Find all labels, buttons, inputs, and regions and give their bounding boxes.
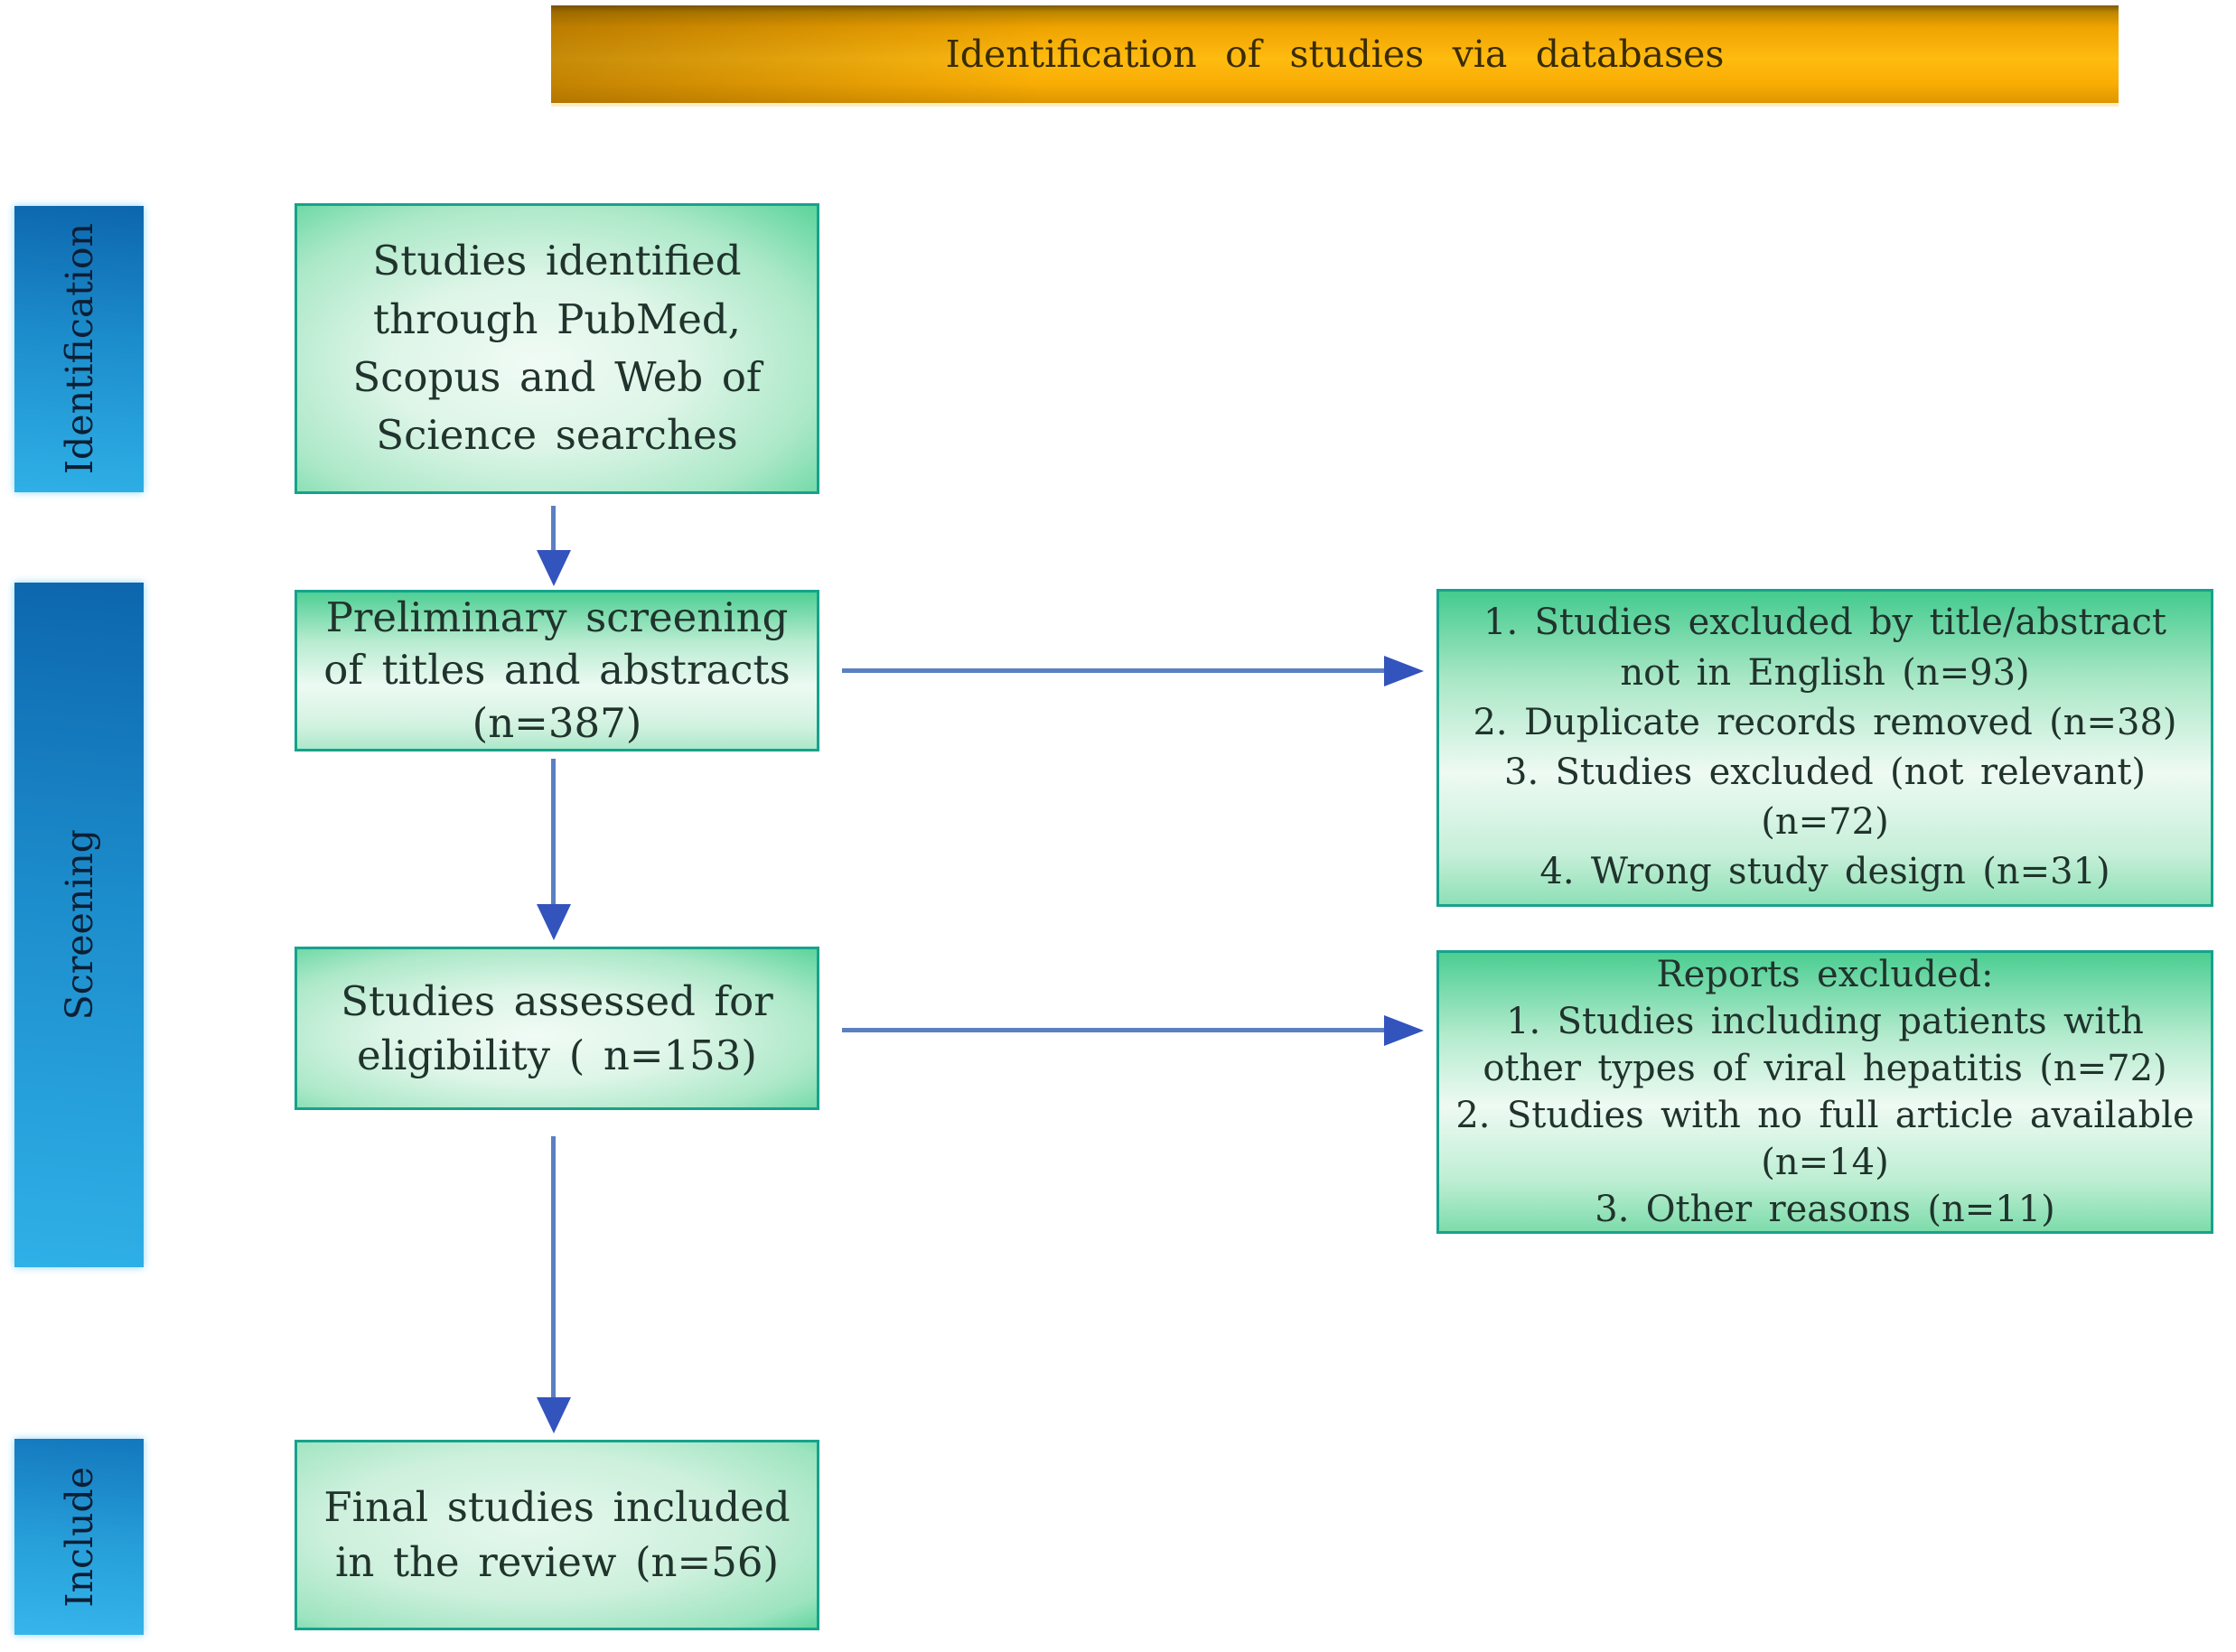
box-line: Final studies included [323, 1483, 791, 1532]
box-line: Scopus and Web of [352, 353, 762, 401]
box-line: 3. Other reasons (n=11) [1595, 1189, 2055, 1230]
banner-title: Identification of studies via databases [945, 33, 1725, 76]
stage-bar-identification: Identification [14, 206, 144, 492]
box-line: in the review (n=56) [334, 1537, 780, 1586]
flow-box-studies-identified: Studies identified through PubMed, Scopu… [295, 203, 819, 494]
arrow-right-icon [1384, 1015, 1424, 1046]
arrow-down-icon [537, 550, 571, 586]
box-line: not in English (n=93) [1620, 651, 2030, 694]
box-line: (n=72) [1761, 801, 1889, 844]
box-line: other types of viral hepatitis (n=72) [1483, 1048, 2167, 1089]
box-line: 3. Studies excluded (not relevant) [1504, 751, 2146, 793]
arrow-down-icon [537, 904, 571, 940]
arrow-identified-to-screening [551, 506, 556, 553]
arrow-eligibility-to-included [551, 1136, 556, 1400]
exclusion-box-reports-excluded: Reports excluded: 1. Studies including p… [1436, 950, 2213, 1234]
box-line: Reports excluded: [1656, 954, 1994, 995]
stage-bar-include: Include [14, 1439, 144, 1635]
exclusion-box-after-screening: 1. Studies excluded by title/abstract no… [1436, 589, 2213, 907]
arrow-screening-to-eligibility [551, 759, 556, 907]
arrow-eligibility-to-exclusions [842, 1028, 1386, 1032]
box-line: 2. Duplicate records removed (n=38) [1473, 701, 2177, 743]
box-line: through PubMed, [373, 294, 741, 343]
box-line: eligibility ( n=153) [356, 1031, 757, 1079]
box-line: 2. Studies with no full article availabl… [1455, 1095, 2194, 1136]
box-line: Studies identified [372, 237, 742, 285]
box-line: 4. Wrong study design (n=31) [1539, 851, 2110, 893]
stage-label-screening: Screening [57, 829, 101, 1021]
box-line: Studies assessed for [341, 977, 773, 1026]
box-line: (n=14) [1761, 1142, 1889, 1183]
flow-box-preliminary-screening: Preliminary screening of titles and abst… [295, 590, 819, 751]
box-line: of titles and abstracts [323, 646, 791, 695]
banner: Identification of studies via databases [551, 5, 2119, 107]
flow-box-assessed-for-eligibility: Studies assessed for eligibility ( n=153… [295, 947, 819, 1110]
flow-box-final-studies-included: Final studies included in the review (n=… [295, 1440, 819, 1630]
arrow-screening-to-exclusions [842, 668, 1386, 673]
stage-bar-screening: Screening [14, 583, 144, 1267]
box-line: Science searches [376, 411, 738, 460]
box-line: 1. Studies excluded by title/abstract [1483, 602, 2166, 644]
box-line: 1. Studies including patients with [1506, 1001, 2144, 1042]
stage-label-include: Include [57, 1466, 101, 1608]
box-line: (n=387) [472, 698, 642, 747]
box-line: Preliminary screening [325, 593, 789, 641]
arrow-right-icon [1384, 656, 1424, 686]
stage-label-identification: Identification [57, 223, 101, 475]
arrow-down-icon [537, 1397, 571, 1433]
